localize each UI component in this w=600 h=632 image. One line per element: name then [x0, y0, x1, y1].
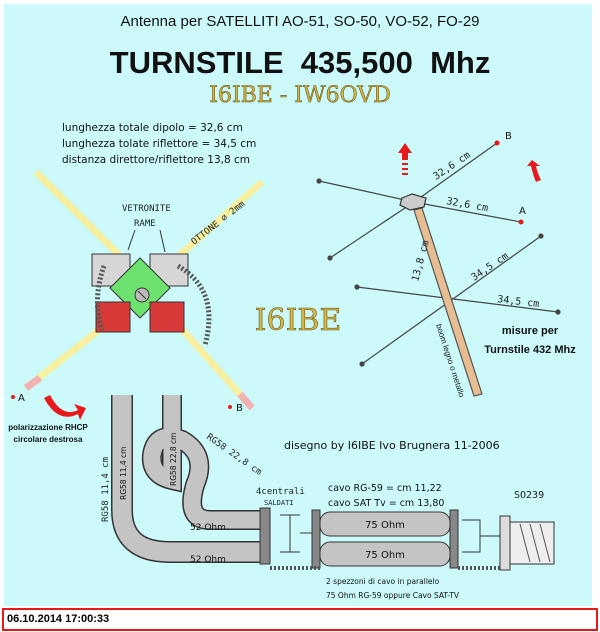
direction-arrow-icon [398, 143, 412, 175]
pointer-arrows [127, 229, 166, 253]
label-rame: RAME [134, 219, 156, 229]
polarization-label: circolare destrosa [14, 435, 83, 444]
polarization-label: polarizzazione RHCP [8, 423, 88, 432]
turnstile-antenna-diagram: Antenna per SATELLITI AO-51, SO-50, VO-5… [4, 4, 592, 606]
reflector-length-label: 34,5 cm [470, 251, 511, 284]
timestamp: 06.10.2014 17:00:33 [7, 613, 110, 625]
reflector-length-label: 34,5 cm [497, 294, 540, 310]
label-ottone: OTTONE ∅ 2mm [190, 199, 247, 247]
cable-label: RG58 22,8 cm [204, 432, 263, 477]
credit: disegno by I6IBE Ivo Brugnera 11-2006 [284, 439, 500, 452]
cable-label: RG58 22,8 cm [169, 433, 178, 486]
dipole-length-label: 32,6 cm [432, 150, 473, 183]
caption: Turnstile 432 Mhz [484, 344, 576, 356]
cable-label: RG58 11,4 cm [101, 457, 111, 522]
caption: misure per [502, 325, 559, 337]
rotation-arrow-icon [44, 395, 86, 420]
spec-line: distanza direttore/riflettore 13,8 cm [62, 154, 250, 166]
point-b-left: B [236, 403, 243, 414]
connector-label: SO239 [514, 490, 544, 501]
timestamp-bar: 06.10.2014 17:00:33 [2, 608, 598, 631]
soldered-label: 4centrali [256, 487, 305, 497]
spec-line: lunghezza totale dipolo = 32,6 cm [62, 122, 243, 134]
point-a-right: A [519, 206, 526, 217]
soldered-label: SALDATI [264, 499, 294, 507]
cable-note: 75 Ohm RG-59 oppure Cavo SAT-TV [326, 591, 460, 600]
point-a-left: A [18, 393, 25, 404]
diagram-subtitle: Antenna per SATELLITI AO-51, SO-50, VO-5… [120, 13, 479, 30]
impedance-label: 75 Ohm [365, 550, 405, 561]
label-vetronite: VETRONITE [122, 204, 171, 214]
rotation-arrow-icon [527, 160, 541, 182]
logo-i6ibe: I6IBE [255, 303, 342, 338]
cable-length-note: cavo SAT Tv = cm 13,80 [328, 498, 444, 509]
cable-note: 2 spezzoni di cavo in parallelo [326, 577, 440, 586]
impedance-label: 52 Ohm [190, 523, 226, 533]
point-b-right: B [505, 131, 512, 142]
impedance-label: 52 Ohm [190, 555, 226, 565]
spacing-label: 13,8 cm [410, 239, 432, 283]
cable-length-note: cavo RG-59 = cm 11,22 [328, 483, 442, 494]
impedance-label: 75 Ohm [365, 520, 405, 531]
feed-point-detail: VETRONITE RAME OTTONE ∅ 2mm A B polarizz… [8, 169, 265, 444]
diagram-title: TURNSTILE 435,500 Mhz [110, 45, 491, 80]
turnstile-antenna-sketch [316, 140, 561, 397]
coax-cables [111, 395, 555, 571]
cable-label: RG58 11,4 cm [119, 447, 128, 500]
spec-line: lunghezza tolate riflettore = 34,5 cm [62, 138, 256, 150]
callsigns: I6IBE - IW6OVD [209, 83, 391, 108]
